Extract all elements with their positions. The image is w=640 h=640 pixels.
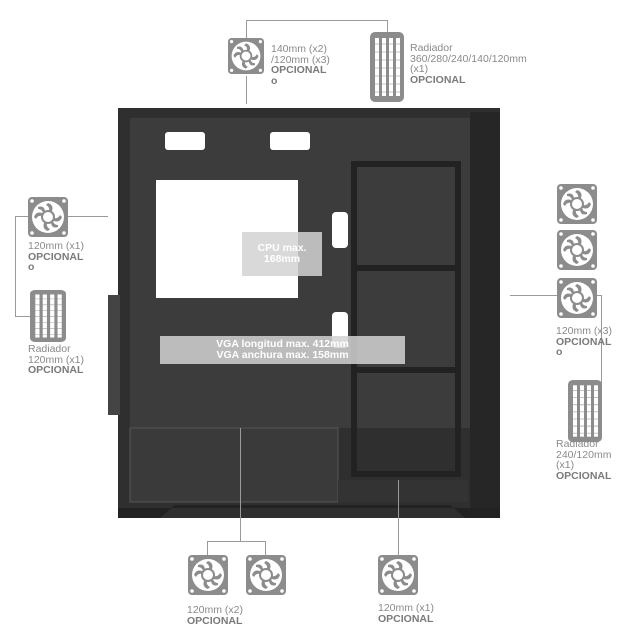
- fan-icon: [557, 230, 597, 270]
- radiator-icon: [370, 32, 404, 102]
- bottom-fan-single-label: 120mm (x1)OPCIONAL: [378, 602, 435, 625]
- fan-icon: [378, 555, 418, 595]
- fan-icon: [557, 278, 597, 318]
- fan-icon: [246, 555, 286, 595]
- fan-icon: [228, 38, 264, 74]
- fan-icon: [28, 197, 68, 237]
- bottom-fans-label: 120mm (x2)OPCIONAL: [187, 604, 244, 627]
- cpu-clearance-callout: CPU max.168mm: [242, 232, 322, 276]
- fan-icon: [188, 555, 228, 595]
- radiator-icon: [30, 290, 66, 342]
- fan-icon: [557, 184, 597, 224]
- radiator-icon: [568, 380, 602, 442]
